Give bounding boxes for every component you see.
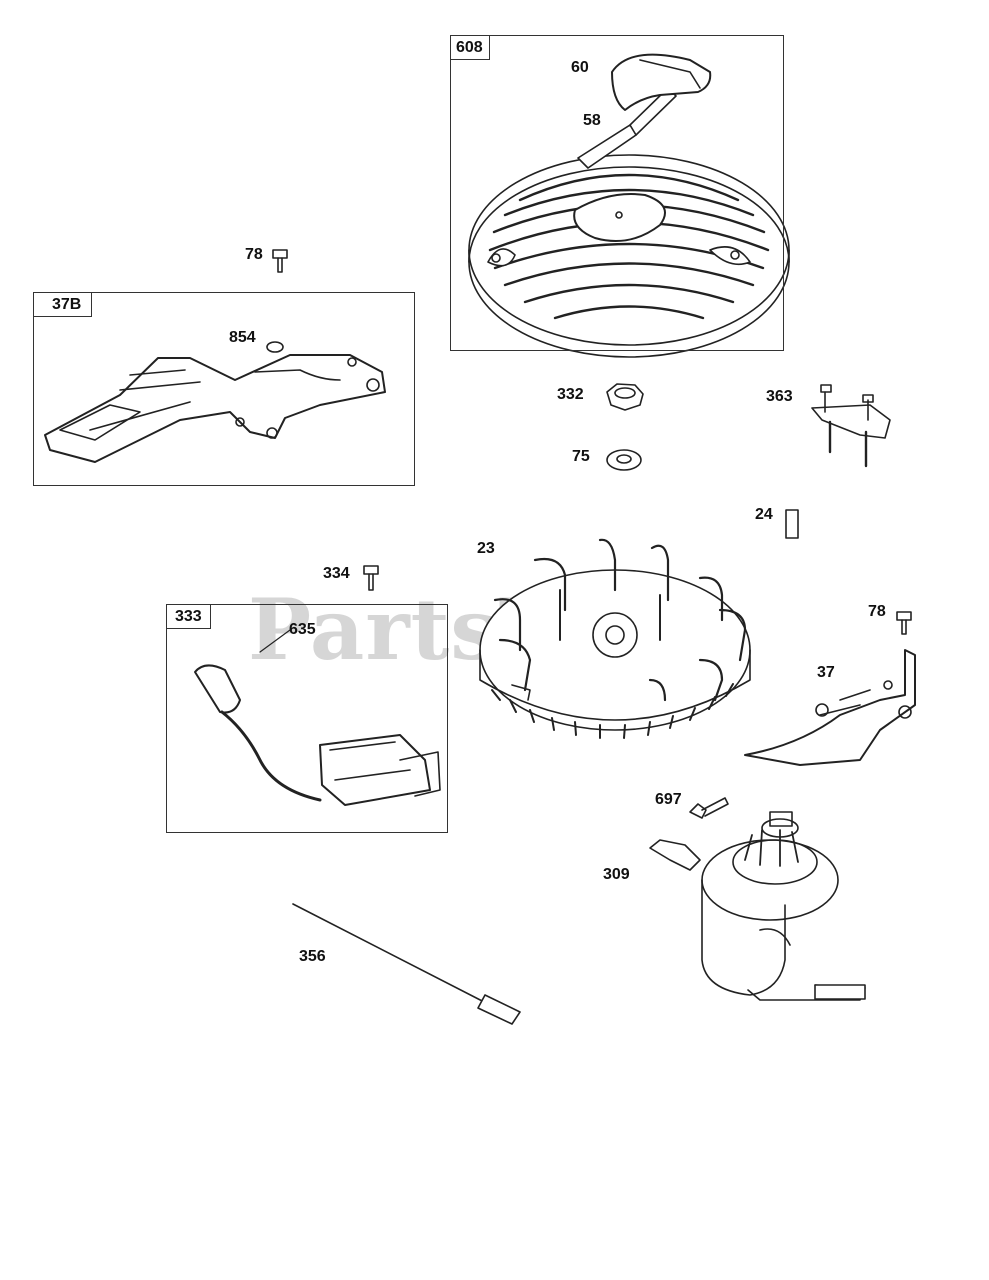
callout-23[interactable]: 23	[477, 540, 495, 557]
callout-635[interactable]: 635	[289, 621, 316, 638]
ground-wire-icon	[292, 903, 521, 1025]
callout-854[interactable]: 854	[229, 329, 256, 346]
key-icon	[785, 509, 799, 539]
group-box-label: 333	[166, 604, 211, 629]
callout-78[interactable]: 78	[245, 246, 263, 263]
ignition-armature-icon	[194, 629, 441, 806]
callout-697[interactable]: 697	[655, 791, 682, 808]
group-box-label: 37B	[33, 292, 93, 317]
callout-356[interactable]: 356	[299, 948, 326, 965]
terminal-bracket-icon	[811, 384, 891, 468]
flywheel-icon	[479, 538, 751, 739]
group-box-333: 333	[166, 604, 448, 833]
washer-icon	[266, 341, 284, 353]
callout-332[interactable]: 332	[557, 386, 584, 403]
callout-78[interactable]: 78	[868, 603, 886, 620]
callout-334[interactable]: 334	[323, 565, 350, 582]
bolt-icon	[896, 611, 912, 635]
air-vane-icon	[744, 649, 916, 766]
bolt-icon	[272, 249, 288, 273]
callout-24[interactable]: 24	[755, 506, 773, 523]
callout-363[interactable]: 363	[766, 388, 793, 405]
recoil-starter-icon	[468, 53, 790, 358]
blower-housing-plate-icon	[44, 354, 386, 463]
group-box-label: 608	[450, 35, 490, 60]
callout-58[interactable]: 58	[583, 112, 601, 129]
callout-309[interactable]: 309	[603, 866, 630, 883]
starter-motor-icon	[649, 811, 866, 1001]
callout-75[interactable]: 75	[572, 448, 590, 465]
group-box-608: 608	[450, 35, 784, 351]
nut-icon	[606, 383, 644, 411]
callout-37[interactable]: 37	[817, 664, 835, 681]
callout-60[interactable]: 60	[571, 59, 589, 76]
screw-icon	[363, 565, 379, 591]
bolt-icon	[689, 797, 729, 819]
group-box-37b: 37B	[33, 292, 415, 486]
washer-icon	[606, 449, 642, 471]
